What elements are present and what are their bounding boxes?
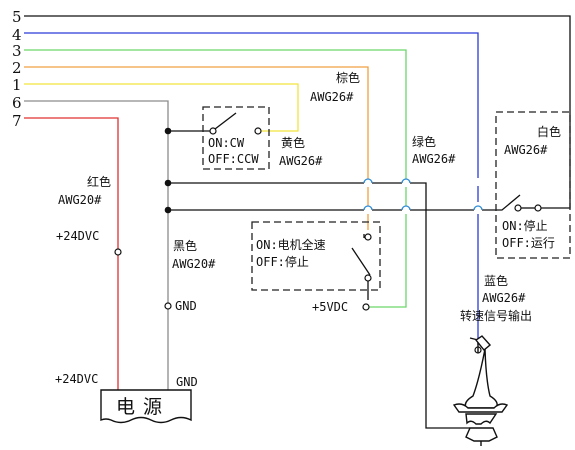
green-awg-label: AWG26# [412,152,456,166]
run-stop-switch-box [495,111,571,259]
yellow-color-label: 黄色 [281,136,305,150]
wire-3-green [24,49,407,308]
red-color-label: 红色 [87,174,111,189]
wire-5-black [24,15,571,209]
wire-number-2: 2 [12,59,22,77]
junction-dot [164,206,172,214]
wire-1-yellow [24,83,299,132]
wire-7-red [24,117,119,390]
terminal-gnd-mid [164,302,172,310]
wire-number-7: 7 [12,112,22,130]
speed-on-label: ON:电机全速 [256,237,326,252]
wire-4-blue [24,32,479,345]
black-junction-wiring [168,130,521,429]
direction-switch-box [202,106,270,170]
black-color-label: 黑色 [173,239,197,253]
wire-number-4: 4 [12,26,22,44]
wire-number-5: 5 [12,8,22,26]
speed-switch-terminal-top [364,233,372,241]
speed-switch-lead [351,234,371,300]
power-supply-label: 电源 [116,396,170,418]
run-switch-terminal-left [514,204,522,212]
gnd-mid-label: GND [175,299,197,313]
blue-color-label: 蓝色 [484,274,508,288]
junction-dot [164,179,172,187]
wire-number-6: 6 [12,94,22,112]
signal-connector-icon [452,335,509,446]
run-switch-terminal-right [534,204,542,212]
speed-off-label: OFF:停止 [256,254,309,269]
direction-off-label: OFF:CCW [208,152,259,166]
run-on-label: ON:停止 [502,218,548,233]
dir-switch-terminal-right [254,127,262,135]
green-color-label: 绿色 [412,134,436,149]
wire-number-1: 1 [12,76,22,94]
white-awg-label: AWG26# [504,143,548,157]
speed-signal-label: 转速信号输出 [460,308,532,323]
junction-dot [164,127,172,135]
v24-bottom-label: +24DVC [55,372,98,386]
wire-crossover-hops [363,178,483,211]
black-awg-label: AWG20# [172,257,216,271]
gnd-bottom-label: GND [176,375,198,389]
blue-awg-label: AWG26# [482,291,526,305]
speed-switch-box [251,221,381,291]
brown-awg-label: AWG26# [310,90,354,104]
power-supply-block [100,389,192,424]
wire-6-gray [24,100,169,390]
run-off-label: OFF:运行 [502,236,555,250]
yellow-awg-label: AWG26# [279,154,323,168]
brown-color-label: 棕色 [336,70,360,85]
terminal-24v-mid [114,248,122,256]
terminal-5v [362,303,370,311]
direction-switch-lever [214,112,237,130]
direction-on-label: ON:CW [208,136,245,150]
v5-label: +5VDC [312,300,348,314]
dir-switch-terminal-left [209,127,217,135]
v24-mid-label: +24DVC [56,229,99,243]
red-awg-label: AWG20# [58,193,102,207]
wire-number-3: 3 [12,42,22,60]
white-color-label: 白色 [537,124,561,139]
speed-switch-terminal-bottom [364,274,372,282]
